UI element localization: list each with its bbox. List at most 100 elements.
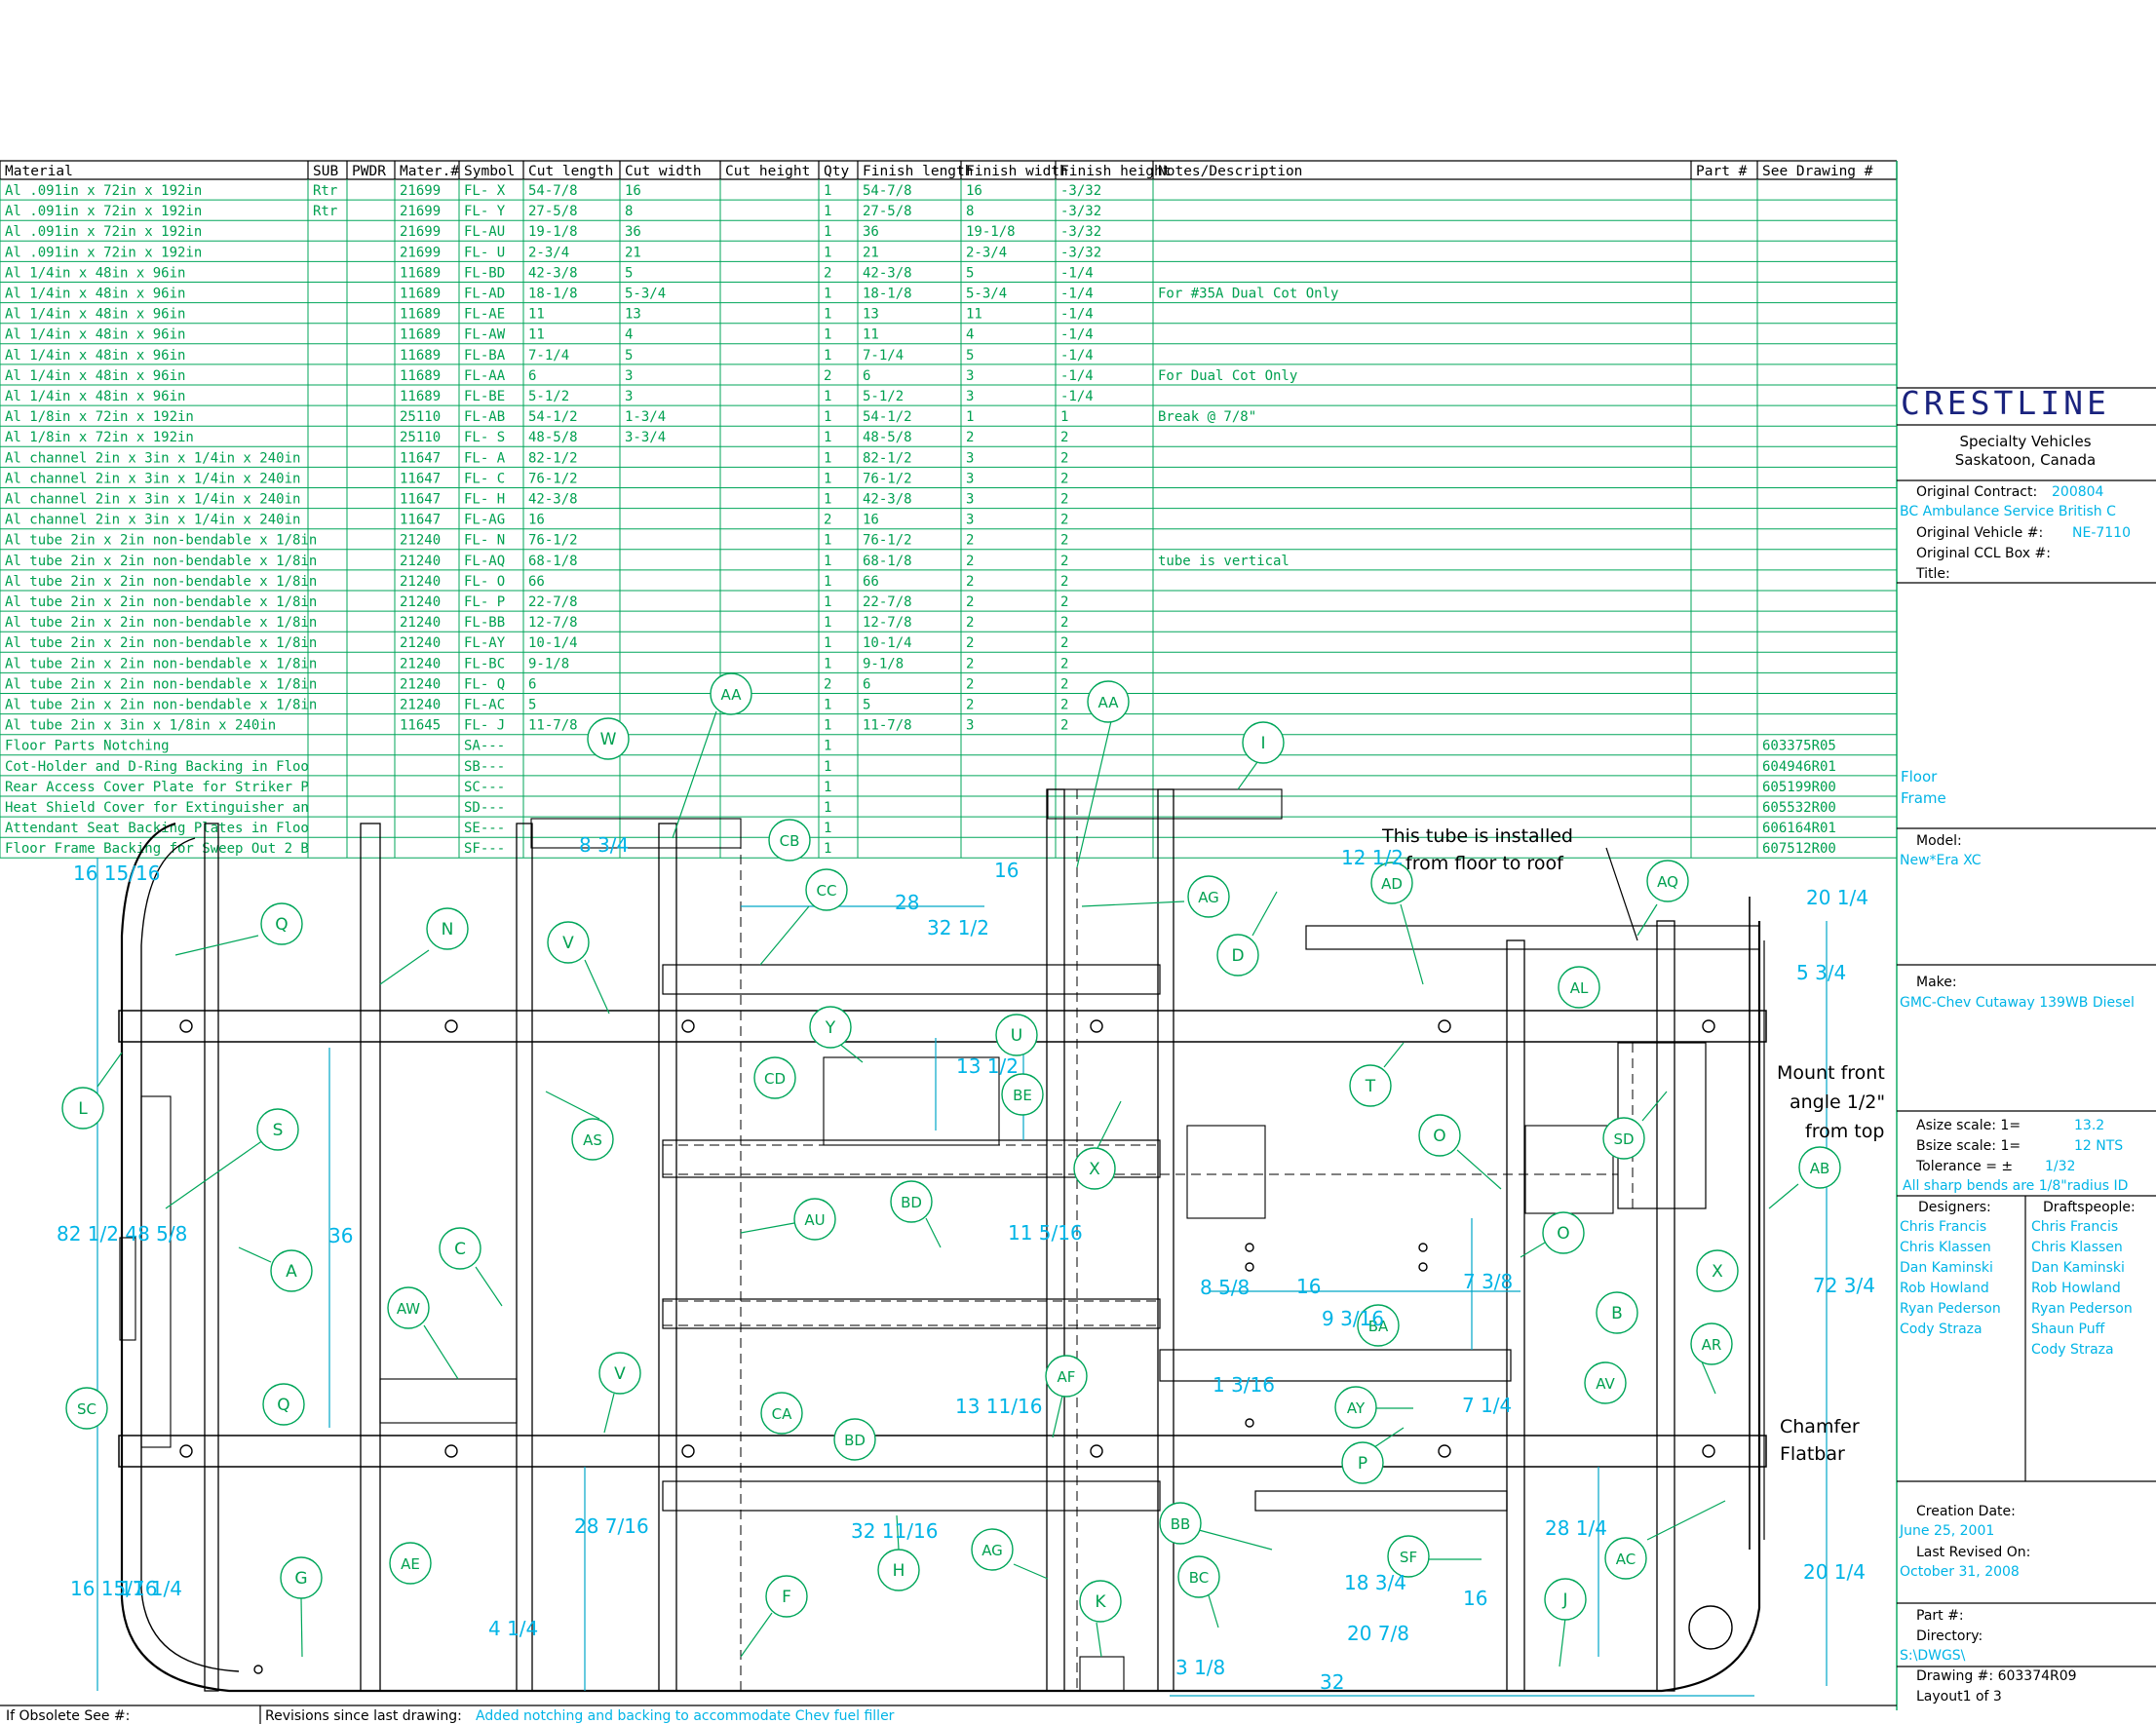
balloon-circle xyxy=(1370,862,1413,904)
table-header-cell: PWDR xyxy=(352,164,386,179)
table-cell: Al tube 2in x 2in non-bendable x 1/8in xyxy=(5,635,317,651)
table-cell: Al 1/4in x 48in x 96in xyxy=(5,348,185,364)
table-cell: Al tube 2in x 2in non-bendable x 1/8in xyxy=(5,554,317,569)
revisions-label: Revisions since last drawing: xyxy=(265,1708,462,1724)
table-cell: 2 xyxy=(824,265,831,281)
part-balloon: A xyxy=(270,1249,313,1292)
table-cell: -1/4 xyxy=(1060,287,1094,302)
table-cell: 21240 xyxy=(400,635,441,651)
floor-frame-drawing xyxy=(118,788,1767,1693)
part-balloon: AR xyxy=(1690,1322,1733,1365)
table-cell: 48-5/8 xyxy=(528,430,578,445)
balloon-circle xyxy=(587,717,630,760)
creation-value: June 25, 2001 xyxy=(1899,1523,1994,1539)
balloon-circle xyxy=(256,1108,299,1151)
table-cell: Al 1/4in x 48in x 96in xyxy=(5,287,185,302)
table-cell: 1 xyxy=(824,327,831,343)
part-balloon: AQ xyxy=(1646,860,1689,902)
balloon-circle xyxy=(1001,1073,1044,1116)
balloon-label: Q xyxy=(277,1396,289,1415)
part-balloon: AF xyxy=(1045,1355,1088,1398)
part-balloon: Q xyxy=(262,1383,305,1426)
balloon-label: AY xyxy=(1347,1399,1366,1417)
balloon-label: AE xyxy=(401,1555,420,1573)
table-cell: 82-1/2 xyxy=(863,450,912,466)
table-cell: FL-BB xyxy=(464,615,505,631)
directory-label: Directory: xyxy=(1916,1628,1983,1644)
table-cell: 3 xyxy=(966,718,974,734)
balloon-circle xyxy=(1544,1578,1587,1621)
table-cell: 2 xyxy=(966,594,974,610)
part-balloon: K xyxy=(1079,1580,1122,1623)
asize-value: 13.2 xyxy=(2074,1118,2104,1133)
table-cell: 603375R05 xyxy=(1762,739,1836,754)
table-cell: SF--- xyxy=(464,841,505,857)
bends-note: All sharp bends are 1/8"radius ID xyxy=(1903,1178,2128,1194)
part-balloon: O xyxy=(1418,1114,1461,1157)
bsize-label: Bsize scale: 1= xyxy=(1916,1138,2021,1154)
table-cell: 11 xyxy=(966,307,982,323)
table-cell: 2 xyxy=(1060,615,1068,631)
title-label: Title: xyxy=(1915,566,1950,582)
part-balloon: AE xyxy=(389,1542,432,1585)
balloon-label: K xyxy=(1095,1592,1106,1612)
table-cell: 11689 xyxy=(400,287,441,302)
mount-note-1: Mount front xyxy=(1777,1062,1885,1084)
table-cell: 68-1/8 xyxy=(863,554,912,569)
table-cell: 66 xyxy=(863,574,879,590)
table-cell: 1 xyxy=(824,533,831,549)
table-cell: 11-7/8 xyxy=(863,718,912,734)
designer-name: Ryan Pederson xyxy=(1900,1301,2001,1317)
balloon-circle xyxy=(1646,860,1689,902)
orig-vehicle-value: NE-7110 xyxy=(2072,525,2131,541)
table-cell: 2 xyxy=(966,430,974,445)
table-cell: 42-3/8 xyxy=(863,265,912,281)
dimension-label: 12 1/2 xyxy=(1341,846,1404,869)
table-cell: -1/4 xyxy=(1060,327,1094,343)
table-cell: SD--- xyxy=(464,800,505,816)
table-cell: 1 xyxy=(824,574,831,590)
part-balloon: AD xyxy=(1370,862,1413,904)
balloon-label: SD xyxy=(1613,1130,1634,1148)
part-label: Part #: xyxy=(1916,1608,1964,1624)
table-header-cell: See Drawing # xyxy=(1762,164,1873,179)
table-cell: Floor Parts Notching xyxy=(5,739,170,754)
table-cell: -3/32 xyxy=(1060,183,1101,199)
table-cell: 2 xyxy=(824,513,831,528)
table-cell: 1 xyxy=(824,492,831,508)
table-cell: 1 xyxy=(824,780,831,795)
table-cell: 76-1/2 xyxy=(528,471,578,486)
balloon-circle xyxy=(280,1556,323,1599)
table-cell: -1/4 xyxy=(1060,389,1094,404)
dimension-label: 16 xyxy=(1296,1275,1321,1298)
balloon-label: W xyxy=(600,730,617,749)
part-balloon: S xyxy=(256,1108,299,1151)
part-balloon: AL xyxy=(1558,966,1600,1009)
table-cell: 82-1/2 xyxy=(528,450,578,466)
table-cell: 4 xyxy=(966,327,974,343)
part-balloon: L xyxy=(61,1087,104,1130)
table-cell: 2 xyxy=(966,533,974,549)
table-cell: 2 xyxy=(966,615,974,631)
creation-label: Creation Date: xyxy=(1916,1504,2016,1519)
table-cell: 11689 xyxy=(400,368,441,384)
table-cell: FL-BD xyxy=(464,265,505,281)
table-cell: 1 xyxy=(824,224,831,240)
table-cell: 21240 xyxy=(400,594,441,610)
title-value-2: Frame xyxy=(1901,789,1946,807)
table-cell: -1/4 xyxy=(1060,265,1094,281)
table-cell: FL-AC xyxy=(464,698,505,713)
part-balloon: AW xyxy=(387,1286,430,1329)
table-cell: 11647 xyxy=(400,471,441,486)
table-cell: 1 xyxy=(824,287,831,302)
table-cell: 66 xyxy=(528,574,545,590)
table-cell: 42-3/8 xyxy=(528,492,578,508)
title-value-1: Floor xyxy=(1901,768,1938,785)
table-cell: 5-3/4 xyxy=(966,287,1007,302)
part-balloon: CA xyxy=(760,1392,803,1435)
table-cell: FL-AW xyxy=(464,327,506,343)
table-cell: 605532R00 xyxy=(1762,800,1836,816)
balloon-circle xyxy=(753,1056,796,1099)
